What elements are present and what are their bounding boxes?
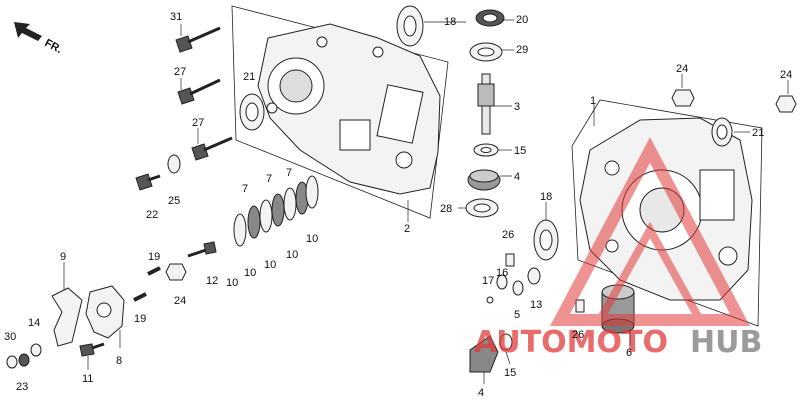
callout-19-b: 19	[134, 313, 146, 325]
callout-30: 30	[4, 331, 16, 343]
callout-16: 16	[496, 267, 508, 279]
callout-3: 3	[514, 101, 520, 113]
washer-15-bottom	[499, 333, 513, 351]
collar-16	[496, 274, 508, 290]
callout-10-b: 10	[244, 267, 256, 279]
callout-4-bottom: 4	[478, 387, 484, 399]
watermark-logo	[550, 137, 750, 326]
bearing-29	[469, 42, 503, 62]
callout-10-c: 10	[264, 259, 276, 271]
callout-23: 23	[16, 381, 28, 393]
leader-lines	[63, 19, 789, 384]
callout-8: 8	[116, 355, 122, 367]
watermark-brand-a: AUTOMOTO	[474, 325, 668, 360]
clip-17	[486, 296, 494, 304]
callout-22: 22	[146, 209, 158, 221]
bearing-18-top	[396, 5, 424, 47]
direction-label: FR.	[43, 37, 64, 56]
front-direction-arrow-icon	[14, 22, 42, 41]
washer-13	[527, 267, 541, 285]
pin-19-b	[133, 292, 147, 302]
callout-27-top: 27	[174, 66, 186, 78]
washer-5	[512, 280, 524, 296]
callout-29: 29	[516, 44, 528, 56]
left-crankcase-cover	[257, 23, 441, 195]
callout-24-a: 24	[676, 63, 688, 75]
callout-18-right: 18	[540, 191, 552, 203]
callout-10-e: 10	[306, 233, 318, 245]
callout-24-c: 24	[174, 295, 186, 307]
washer-25	[167, 154, 181, 174]
callout-26-a: 26	[502, 229, 514, 241]
callout-7-a: 7	[242, 183, 248, 195]
gear-4-top	[467, 169, 501, 191]
callout-26-b: 26	[572, 329, 584, 341]
ring-20	[475, 9, 505, 27]
bearing-18-right	[533, 219, 559, 261]
callout-15-top: 15	[514, 145, 526, 157]
callout-7-b: 7	[266, 173, 272, 185]
callout-19-a: 19	[148, 251, 160, 263]
callout-18-top: 18	[444, 16, 456, 28]
bolt-27-mid	[191, 136, 233, 161]
pump-body-8	[85, 285, 125, 339]
bolt-27-top	[177, 78, 221, 105]
nut-24-c	[165, 263, 187, 281]
nut-23	[18, 353, 30, 367]
nut-24-b	[775, 95, 797, 113]
callout-15-bottom: 15	[504, 367, 516, 379]
callout-21-left: 21	[243, 71, 255, 83]
bevel-gear-4-bottom	[469, 335, 499, 373]
dowel-26-b	[575, 299, 585, 313]
callout-17: 17	[482, 275, 494, 287]
callout-10-a: 10	[226, 277, 238, 289]
bolt-11	[79, 342, 105, 357]
callout-27-mid: 27	[192, 117, 204, 129]
callout-10-d: 10	[286, 249, 298, 261]
nut-24-a	[671, 89, 695, 107]
callout-12: 12	[206, 275, 218, 287]
callout-11: 11	[82, 373, 93, 385]
callout-25: 25	[168, 195, 180, 207]
callout-21-right: 21	[752, 127, 764, 139]
bolt-12	[187, 241, 217, 258]
washer-15-top	[473, 143, 499, 157]
callout-6: 6	[626, 347, 632, 359]
callout-24-b: 24	[780, 69, 792, 81]
pin-19-a	[147, 266, 161, 276]
oil-seal-21-left	[239, 93, 265, 131]
callout-28: 28	[440, 203, 452, 215]
bolt-31	[175, 26, 221, 53]
callout-13: 13	[530, 299, 542, 311]
callout-4-top: 4	[514, 171, 520, 183]
callout-5: 5	[514, 309, 520, 321]
callout-7-c: 7	[286, 167, 292, 179]
right-case-box	[571, 99, 763, 327]
callout-9: 9	[60, 251, 66, 263]
bearing-28	[465, 198, 499, 218]
callout-31: 31	[170, 11, 182, 23]
callout-14: 14	[28, 317, 40, 329]
watermark-brand-b: HUB	[690, 325, 762, 360]
dowel-26-a	[505, 253, 515, 267]
bolt-22	[135, 173, 161, 191]
washer-30	[6, 355, 18, 369]
washer-14	[30, 343, 42, 357]
shaft-3	[477, 73, 495, 135]
clutch-plate-stack	[233, 175, 319, 247]
callout-2: 2	[404, 223, 410, 235]
callout-20: 20	[516, 14, 528, 26]
callout-1: 1	[590, 95, 596, 107]
oil-seal-21-right	[711, 117, 733, 147]
bracket-9	[51, 287, 83, 347]
